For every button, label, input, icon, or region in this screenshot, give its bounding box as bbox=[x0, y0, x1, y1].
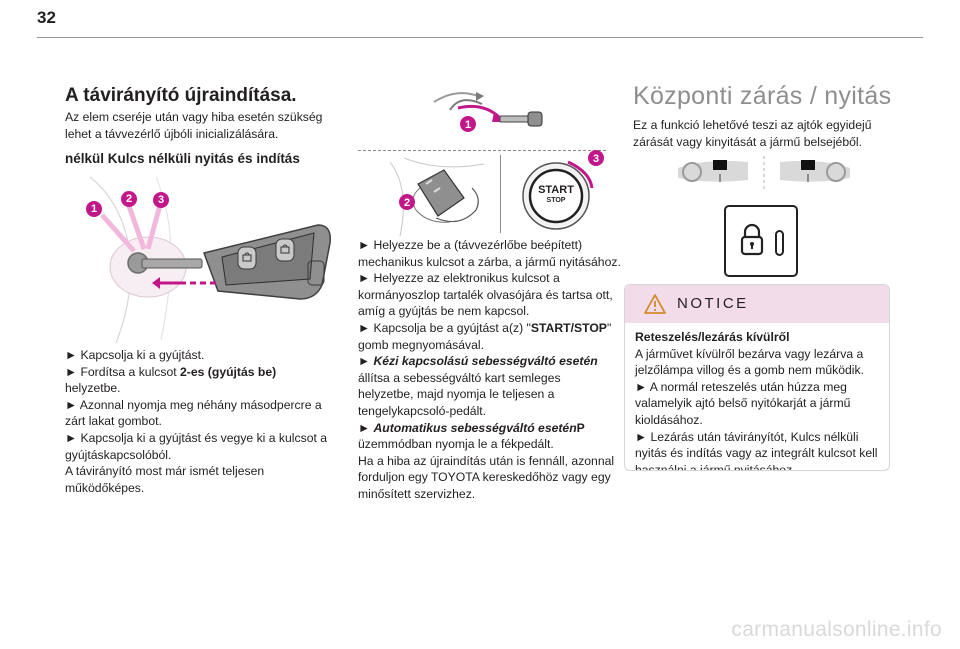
notice-line: valamelyik ajtó belső nyitókarját a járm… bbox=[635, 396, 851, 411]
right-intro-line: zárását vagy kinyitását a jármű belsejéb… bbox=[633, 134, 862, 149]
notice-subtitle: Reteszelés/lezárás kívülről bbox=[635, 330, 790, 344]
text-line: minősített szervizhez. bbox=[358, 486, 476, 501]
text-line: kormányoszlop tartalék olvasójára és tar… bbox=[358, 287, 613, 302]
callout-3: 3 bbox=[153, 192, 169, 208]
left-steps: ► Kapcsolja ki a gyújtást. ► Fordítsa a … bbox=[65, 347, 350, 496]
watermark: carmanualsonline.info bbox=[731, 618, 942, 641]
step-line: A távirányító most már ismét teljesen bbox=[65, 464, 265, 479]
svg-text:3: 3 bbox=[593, 153, 599, 165]
left-intro-line: lehet a távvezérlő újbóli inicializálásá… bbox=[65, 126, 279, 141]
central-lock-button[interactable] bbox=[724, 205, 798, 277]
right-title: Központi zárás / nyitás bbox=[633, 82, 892, 110]
text-line: ► Helyezze be a (távvezérlőbe beépített) bbox=[358, 238, 583, 252]
start-label: START bbox=[538, 184, 574, 196]
step-line: zárt lakat gombot. bbox=[65, 414, 162, 429]
step-line: ► Azonnal nyomja meg néhány másodpercre … bbox=[65, 397, 322, 412]
page-number: 32 bbox=[37, 8, 56, 27]
left-intro-line: Az elem cseréje után vagy hiba esetén sz… bbox=[65, 110, 323, 124]
text-line: helyzetbe, majd nyomja le teljesen a bbox=[358, 387, 555, 402]
right-intro-line: Ez a funkció lehetővé teszi az ajtók egy… bbox=[633, 118, 872, 132]
notice-line: ► A normál reteszelés után húzza meg bbox=[635, 379, 847, 394]
notice-title: NOTICE bbox=[677, 295, 749, 312]
step-line: működőképes. bbox=[65, 480, 145, 495]
text-line: ► Automatikus sebességváltó eseténP bbox=[358, 420, 585, 435]
notice-line: nyitás és indítás vagy az integrált kulc… bbox=[635, 446, 878, 461]
padlock-icon bbox=[740, 223, 784, 256]
dashboard-location-illustration bbox=[678, 156, 850, 190]
key-reader-illustration: 2 bbox=[389, 158, 485, 237]
right-intro: Ez a funkció lehetővé teszi az ajtók egy… bbox=[633, 117, 903, 150]
notice-box: NOTICE Reteszelés/lezárás kívülről A jár… bbox=[624, 284, 890, 471]
illustration-separator bbox=[500, 155, 501, 233]
warning-triangle-icon bbox=[644, 294, 666, 314]
text-line: állítsa a sebességváltó kart semleges bbox=[358, 370, 561, 385]
callout-1: 1 bbox=[86, 201, 102, 217]
left-subtitle: nélkül Kulcs nélküli nyitás és indítás bbox=[65, 151, 300, 166]
text-line: üzemmódban nyomja le a fékpedált. bbox=[358, 437, 554, 452]
text-line: ► Kézi kapcsolású sebességváltó esetén bbox=[358, 354, 598, 369]
step-line: gyújtáskapcsolóból. bbox=[65, 447, 172, 462]
left-title: A távirányító újraindítása. bbox=[65, 85, 297, 106]
left-intro: Az elem cseréje után vagy hiba esetén sz… bbox=[65, 109, 345, 142]
notice-line: ► Lezárás után távirányítót, Kulcs nélkü… bbox=[635, 429, 859, 444]
stop-label: STOP bbox=[546, 197, 566, 204]
svg-text:1: 1 bbox=[465, 119, 471, 131]
text-line: ► Helyezze az elektronikus kulcsot a bbox=[358, 271, 560, 286]
text-line: ► Kapcsolja be a gyújtást a(z) "START/ST… bbox=[358, 320, 612, 335]
header-rule bbox=[37, 37, 923, 38]
text-line: mechanikus kulcsot a zárba, a jármű nyit… bbox=[358, 254, 621, 269]
text-line: tengelykapcsoló-pedált. bbox=[358, 403, 487, 418]
notice-line: használni a jármű nyitásához. bbox=[635, 462, 796, 471]
text-line: forduljon egy TOYOTA kereskedőhöz vagy e… bbox=[358, 470, 611, 485]
notice-line: kioldásához. bbox=[635, 412, 703, 427]
notice-line: A járművet kívülről bezárva vagy lezárva… bbox=[635, 346, 864, 361]
svg-text:2: 2 bbox=[404, 197, 410, 209]
door-lock-key-illustration: 1 bbox=[433, 92, 543, 132]
text-line: amíg a gyújtás be nem kapcsol. bbox=[358, 304, 530, 319]
callout-2: 2 bbox=[121, 191, 137, 207]
middle-text: ► Helyezze be a (távvezérlőbe beépített)… bbox=[358, 237, 623, 503]
key-ignition-illustration bbox=[89, 176, 331, 344]
text-line: Ha a hiba az újraindítás után is fennáll… bbox=[358, 453, 615, 468]
notice-line: jelzőlámpa villog és a gomb nem működik. bbox=[635, 363, 864, 378]
start-stop-button-icon[interactable]: 3 bbox=[512, 148, 608, 236]
step-line: ► Kapcsolja ki a gyújtást. bbox=[65, 348, 205, 362]
notice-body: Reteszelés/lezárás kívülről A járművet k… bbox=[635, 329, 885, 471]
text-line: gomb megnyomásával. bbox=[358, 337, 484, 352]
step-line: ► Fordítsa a kulcsot 2-es (gyújtás be) bbox=[65, 364, 277, 379]
notice-header: NOTICE bbox=[625, 285, 889, 323]
illustration-divider bbox=[358, 150, 606, 151]
step-line: ► Kapcsolja ki a gyújtást és vegye ki a … bbox=[65, 430, 328, 445]
step-line: helyzetbe. bbox=[65, 381, 121, 396]
